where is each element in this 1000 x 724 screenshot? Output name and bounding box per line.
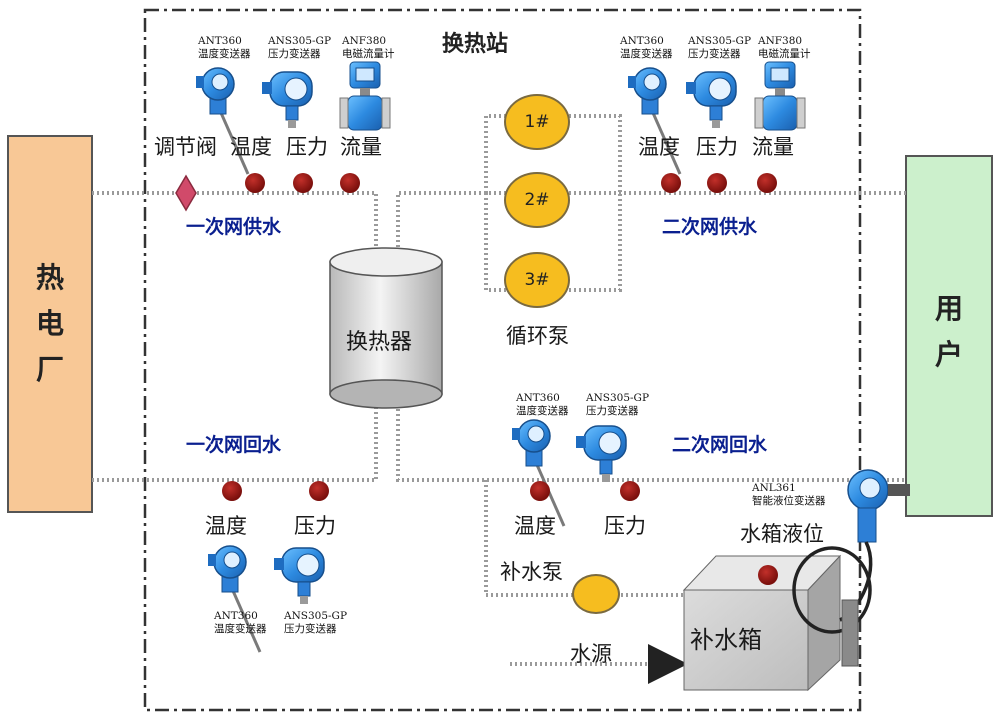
- instrument-desc: 温度变送器: [214, 623, 267, 635]
- instrument-desc: 压力变送器: [284, 623, 337, 635]
- instrument-desc: 压力变送器: [688, 48, 741, 60]
- pump-number: 3#: [524, 270, 550, 290]
- net-label: 二次网供水: [662, 216, 758, 238]
- flow-sensor-dot: [340, 173, 360, 193]
- pressure-sensor-dot: [620, 481, 640, 501]
- measure-label: 流量: [752, 135, 794, 159]
- plant-char: 热: [35, 261, 64, 294]
- level-transmitter: [792, 469, 910, 667]
- pump-number: 1#: [524, 112, 550, 132]
- makeup-tank-label: 补水箱: [690, 626, 762, 654]
- level-sensor-dot: [758, 565, 778, 585]
- measure-label: 温度: [514, 514, 556, 538]
- instrument-desc: 温度变送器: [198, 48, 251, 60]
- tank-level-label: 水箱液位: [740, 522, 824, 546]
- flow-sensor-dot: [757, 173, 777, 193]
- pressure-sensor-dot: [293, 173, 313, 193]
- instrument-model: ANS305-GP: [688, 35, 752, 47]
- measure-label: 温度: [230, 135, 272, 159]
- instrument-desc: 压力变送器: [586, 405, 639, 417]
- measure-label: 压力: [696, 135, 738, 159]
- valve-label: 调节阀: [154, 135, 217, 159]
- valve-icon: [175, 174, 197, 212]
- instrument-desc: 温度变送器: [516, 405, 569, 417]
- circulation-pump-3: 3#: [504, 252, 570, 308]
- station-border: [143, 8, 862, 712]
- instrument-model: ANL361: [752, 482, 796, 494]
- instrument-model: ANT360: [620, 35, 664, 47]
- net-label: 二次网回水: [672, 434, 768, 456]
- circulation-pump-2: 2#: [504, 172, 570, 228]
- pump-number: 2#: [524, 190, 550, 210]
- pressure-sensor-dot: [309, 481, 329, 501]
- user-char: 户: [934, 338, 963, 371]
- instrument-desc: 智能液位变送器: [752, 495, 826, 507]
- plant-char: 电: [35, 307, 64, 340]
- instrument-desc: 电磁流量计: [342, 48, 395, 60]
- user-box: [905, 155, 993, 517]
- user-char: 用: [934, 292, 963, 325]
- measure-label: 压力: [604, 514, 646, 538]
- heat-exchanger-label: 换热器: [346, 330, 413, 355]
- pump-group-label: 循环泵: [506, 324, 569, 348]
- pressure-sensor-dot: [707, 173, 727, 193]
- instrument-desc: 温度变送器: [620, 48, 673, 60]
- instrument-model: ANT360: [516, 392, 560, 404]
- instrument-model: ANS305-GP: [268, 35, 332, 47]
- temperature-sensor-dot: [661, 173, 681, 193]
- circulation-pump-1: 1#: [504, 94, 570, 150]
- plant-char: 厂: [35, 353, 64, 386]
- net-label: 一次网回水: [186, 434, 282, 456]
- instrument-model: ANS305-GP: [284, 610, 348, 622]
- temperature-sensor-dot: [222, 481, 242, 501]
- instrument-model: ANT360: [198, 35, 242, 47]
- measure-label: 温度: [638, 135, 680, 159]
- instrument-desc: 压力变送器: [268, 48, 321, 60]
- makeup-pump: [572, 574, 620, 614]
- instrument-model: ANT360: [214, 610, 258, 622]
- instrument-desc: 电磁流量计: [758, 48, 811, 60]
- water-source-label: 水源: [570, 642, 612, 666]
- measure-label: 流量: [340, 135, 382, 159]
- power-plant-label: 热 电 厂: [8, 255, 92, 393]
- temperature-sensor-dot: [530, 481, 550, 501]
- measure-label: 压力: [294, 514, 336, 538]
- makeup-pump-label: 补水泵: [500, 560, 563, 584]
- measure-label: 温度: [205, 514, 247, 538]
- power-plant-box: [7, 135, 93, 513]
- instrument-model: ANF380: [342, 35, 387, 47]
- measure-label: 压力: [286, 135, 328, 159]
- instrument-model: ANF380: [758, 35, 803, 47]
- user-label: 用 户: [906, 286, 992, 378]
- net-label: 一次网供水: [186, 216, 282, 238]
- temperature-sensor-dot: [245, 173, 265, 193]
- instrument-model: ANS305-GP: [586, 392, 650, 404]
- heat-exchanger: [329, 247, 443, 409]
- station-title: 换热站: [442, 32, 509, 57]
